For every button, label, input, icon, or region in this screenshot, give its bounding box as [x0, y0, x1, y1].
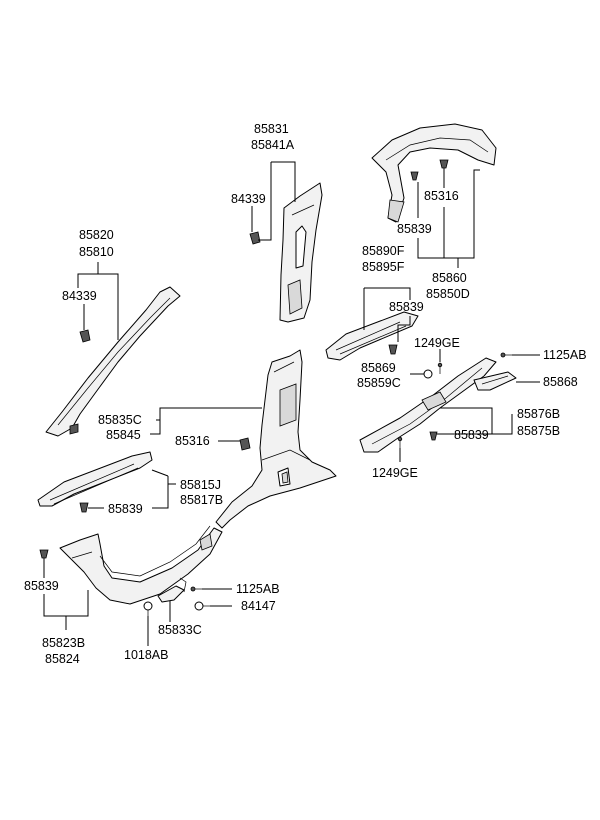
center-pillar-lower-trim [215, 349, 337, 529]
label-1125AB-bottom: 1125AB [236, 582, 280, 596]
bolt-1018AB [143, 601, 153, 616]
label-85833C: 85833C [158, 623, 202, 637]
label-85839-top: 85839 [397, 222, 432, 236]
screw-1125AB-bottom [190, 586, 202, 592]
label-85845: 85845 [106, 428, 141, 442]
label-1125AB-right: 1125AB [543, 348, 587, 362]
label-85824: 85824 [45, 652, 80, 666]
rear-door-scuff-plate [325, 311, 419, 361]
label-85831: 85831 [254, 122, 289, 136]
front-pillar-trim [45, 286, 181, 437]
label-84339-top: 84339 [231, 192, 266, 206]
label-85823B: 85823B [42, 636, 85, 650]
screw-1249GE-top [437, 362, 443, 374]
clip-85839-left [79, 502, 89, 513]
label-85815J: 85815J [180, 478, 221, 492]
clip-85839-lower [39, 549, 49, 559]
clip-84339-top [249, 231, 261, 245]
label-85850D: 85850D [426, 287, 470, 301]
label-85868: 85868 [543, 375, 578, 389]
label-85316-top: 85316 [424, 189, 459, 203]
clip-85839-right [429, 431, 438, 441]
screw-1249GE-bottom [397, 436, 403, 448]
label-85895F: 85895F [362, 260, 405, 274]
label-85839-mid: 85839 [389, 300, 424, 314]
clip-84339-left [79, 329, 91, 343]
label-85810: 85810 [79, 245, 114, 259]
bracket-85868 [473, 371, 517, 391]
rear-quarter-upper-trim [371, 123, 497, 223]
label-1249GE-bottom: 1249GE [372, 466, 418, 480]
clip-85839-top [410, 171, 419, 181]
label-85839-left: 85839 [108, 502, 143, 516]
label-84147: 84147 [241, 599, 276, 613]
label-1249GE-top: 1249GE [414, 336, 460, 350]
label-85860: 85860 [432, 271, 467, 285]
label-85869: 85869 [361, 361, 396, 375]
label-85316-mid: 85316 [175, 434, 210, 448]
label-85875B: 85875B [517, 424, 560, 438]
center-pillar-upper-trim [279, 182, 323, 323]
label-85876B: 85876B [517, 407, 560, 421]
label-1018AB: 1018AB [124, 648, 168, 662]
label-85839-lower: 85839 [24, 579, 59, 593]
screw-1125AB-right [500, 352, 512, 358]
rear-sill-inner-trim [359, 357, 497, 453]
label-85839-right: 85839 [454, 428, 489, 442]
clip-85316-mid [239, 437, 251, 451]
label-84339-left: 84339 [62, 289, 97, 303]
label-85817B: 85817B [180, 493, 223, 507]
label-85841A: 85841A [251, 138, 295, 152]
fastener-84147 [194, 601, 210, 611]
cowl-side-trim [59, 525, 223, 605]
leader-lines [43, 161, 540, 646]
bracket-85833C [157, 577, 187, 603]
label-85859C: 85859C [357, 376, 401, 390]
part-labels: 85831 85841A 84339 85316 85839 85860 858… [24, 122, 587, 666]
label-85835C: 85835C [98, 413, 142, 427]
clip-85316-top [439, 159, 449, 169]
front-door-scuff-plate [37, 451, 153, 507]
cap-85869 [423, 369, 433, 379]
clip-85839-mid [388, 344, 398, 355]
label-85820: 85820 [79, 228, 114, 242]
label-85890F: 85890F [362, 244, 405, 258]
